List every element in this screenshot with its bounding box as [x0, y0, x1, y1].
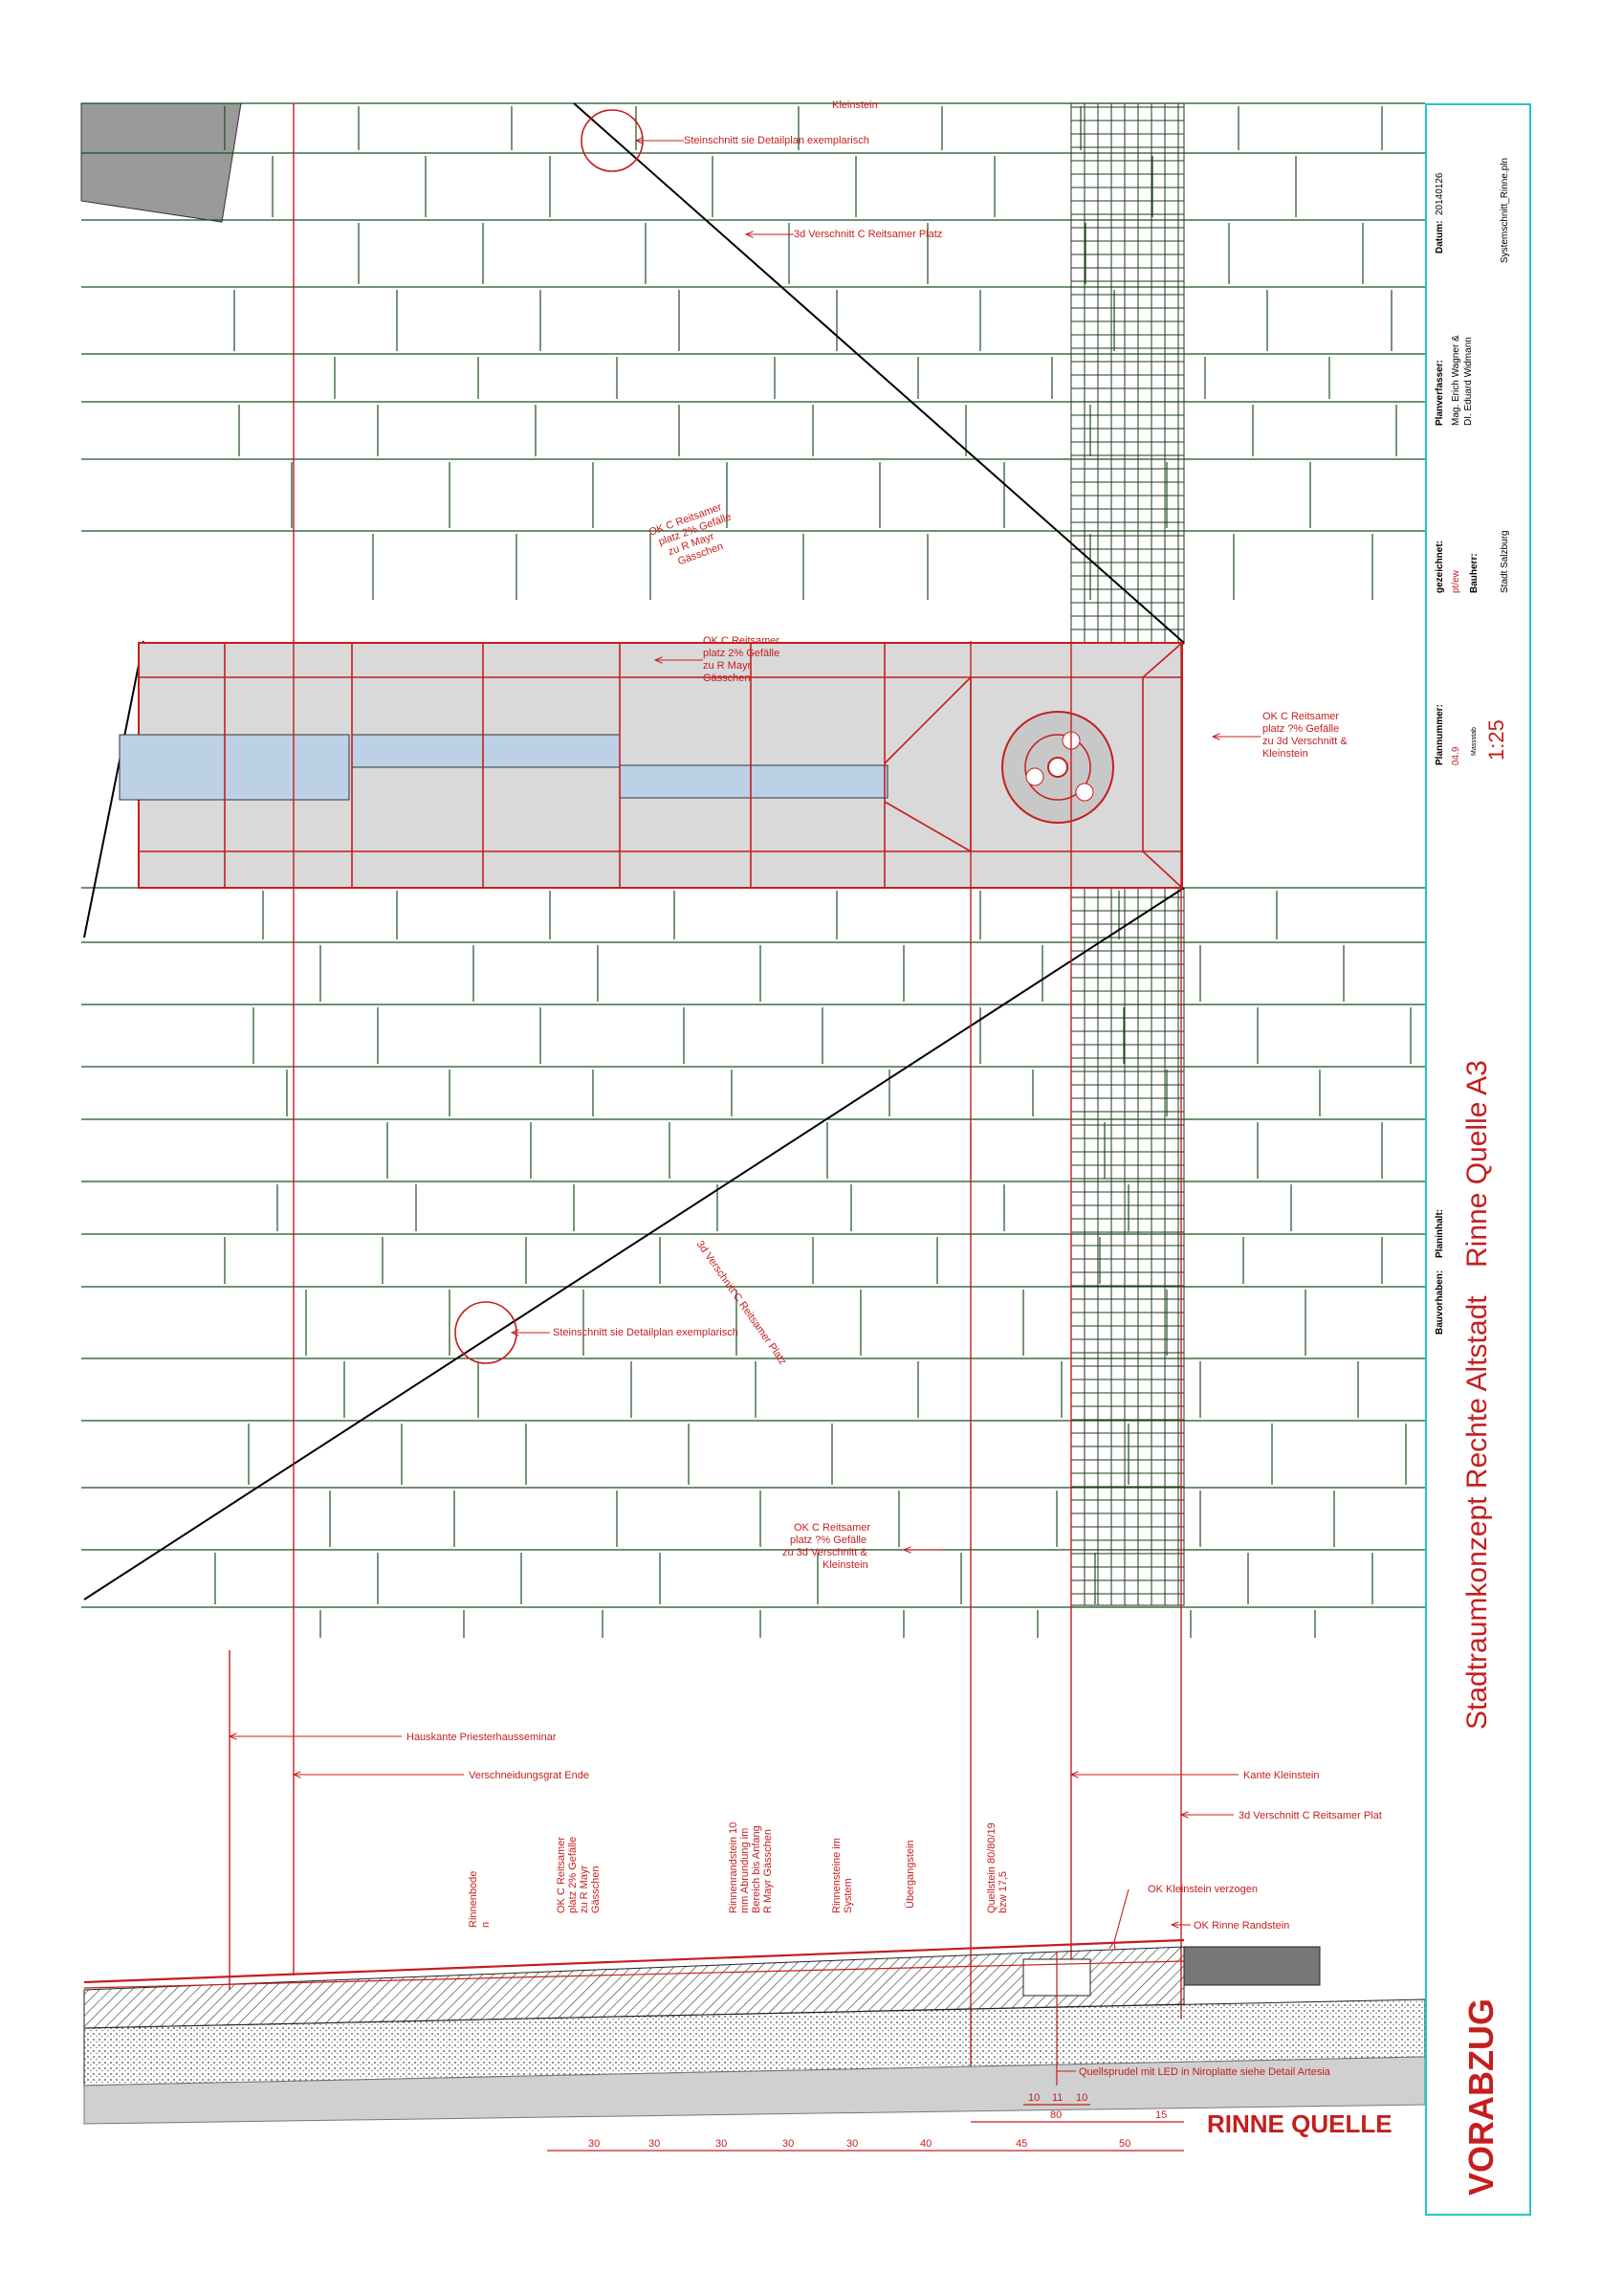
plannummer-label: Plannummer:	[1435, 704, 1445, 765]
dimension-labels: 30 30 30 30 30 40 45 50 10 11 10 80 15	[588, 2092, 1167, 2150]
dimension-bottom-5: 30	[846, 2138, 858, 2150]
planverfasser-1: Mag. Erich Wagner &	[1451, 335, 1461, 426]
label-quellsprudel: Quellsprudel mit LED in Niroplatte siehe…	[1079, 2066, 1331, 2078]
label-ok-low: OK C Reitsamer platz ?% Gefälle zu 3d Ve…	[782, 1522, 873, 1571]
label-verschnitt-diag: 3d Verschnitt C Reitsamer Platz	[694, 1239, 789, 1367]
label-quellstein: Quellstein 80/80/19bzw 17,5	[986, 1822, 1009, 1913]
quelle-nozzle-3	[1075, 783, 1094, 802]
dimension-bottom-8: 50	[1119, 2138, 1130, 2150]
kleinstein-mesh-bottom	[1070, 887, 1185, 1606]
reference-lines	[229, 103, 1182, 2086]
title-block	[1425, 103, 1531, 2216]
label-leaders	[230, 141, 1261, 2072]
water-strip-1	[119, 734, 350, 801]
quelle-nozzle-1	[1025, 767, 1044, 786]
quelle-center	[1047, 757, 1068, 778]
planverfasser-2: DI. Eduard Widmann	[1463, 337, 1474, 426]
label-ok-rotated: OK C Reitsamer platz 2% Gefälle zu R May…	[647, 498, 744, 573]
label-uebergang: Übergangstein	[905, 1840, 916, 1909]
building-corner	[80, 102, 242, 223]
dimension-mid-2: 15	[1155, 2109, 1167, 2121]
diagonal-line-bottom	[83, 887, 1185, 1601]
label-ok-channel: OK C Reitsamer platz 2% Gefälle zu R May…	[703, 635, 782, 684]
datum-value: 20140126	[1435, 172, 1445, 216]
label-hauskante: Hauskante Priesterhausseminar	[406, 1732, 557, 1743]
bauherr-value: Stadt Salzburg	[1500, 530, 1510, 593]
dimension-bottom-2: 30	[648, 2138, 660, 2150]
label-section-ok: OK C Reitsamerplatz 2% Gefälle zu R Mayr…	[556, 1834, 602, 1913]
label-ok-right: OK C Reitsamer platz ?% Gefälle zu 3d Ve…	[1262, 711, 1350, 760]
massstab-value: 1:25	[1484, 719, 1508, 761]
planverfasser-label: Planverfasser:	[1435, 360, 1445, 426]
diagonal-line-top	[573, 102, 1185, 644]
project-name: Stadtraumkonzept Rechte Altstadt	[1461, 1295, 1493, 1730]
datum-label: Datum:	[1435, 220, 1445, 254]
dimension-upper-2: 11	[1052, 2092, 1063, 2104]
water-strip-3	[619, 764, 888, 799]
channel-joints	[139, 642, 1183, 889]
dimension-bottom-6: 40	[920, 2138, 932, 2150]
dimension-chain	[547, 2104, 1184, 2152]
bauvorhaben-label: Bauvorhaben:	[1435, 1269, 1445, 1335]
gezeichnet-label: gezeichnet:	[1435, 540, 1445, 593]
label-rinnenbode: Rinnenboden	[468, 1871, 492, 1928]
plan-content: Rinne Quelle A3	[1461, 1060, 1493, 1268]
diagonal-line-left	[83, 640, 144, 938]
quelle-ring-inner	[1024, 734, 1091, 801]
label-ok-kleinstein: OK Kleinstein verzogen	[1148, 1884, 1258, 1895]
label-kleinstein-top: Kleinstein	[832, 99, 878, 111]
section-drawing	[83, 1938, 1426, 2125]
planinhalt-label: Planinhalt:	[1435, 1208, 1445, 1258]
label-verschneidungsgrat: Verschneidungsgrat Ende	[469, 1770, 589, 1781]
file-name: Systemschnitt_Rinne.pln	[1500, 157, 1510, 263]
dimension-bottom-1: 30	[588, 2138, 600, 2150]
gezeichnet-value: pt/ew	[1451, 570, 1461, 593]
label-verschnitt-plat: 3d Verschnitt C Reitsamer Plat	[1239, 1810, 1382, 1821]
label-rinnensteine: Rinnensteine imSystem	[831, 1838, 854, 1913]
vorabzug-stamp: VORABZUG	[1461, 1998, 1501, 2196]
dimension-bottom-4: 30	[782, 2138, 794, 2150]
detail-circle-mid	[454, 1301, 517, 1364]
section-title: RINNE QUELLE	[1207, 2109, 1393, 2138]
bauherr-label: Bauherr:	[1469, 553, 1480, 593]
dimension-bottom-7: 45	[1016, 2138, 1027, 2150]
dimension-upper-1: 10	[1028, 2092, 1040, 2104]
kleinstein-mesh-top	[1070, 102, 1185, 645]
detail-circle-top	[581, 109, 644, 172]
plannummer-value: 04.9	[1451, 746, 1461, 765]
label-steinschnitt-top: Steinschnitt sie Detailplan exemplarisch	[684, 135, 869, 146]
dimension-upper-3: 10	[1076, 2092, 1087, 2104]
label-verschnitt-top: 3d Verschnitt C Reitsamer Platz	[794, 229, 942, 240]
massstab-label: Massstab	[1471, 727, 1478, 756]
water-strip-2	[351, 734, 621, 768]
dimension-mid-1: 80	[1050, 2109, 1062, 2121]
label-randstein: Rinnenrandstein 10mm Abrundung im Bereic…	[728, 1822, 774, 1913]
label-ok-rinne-randstein: OK Rinne Randstein	[1194, 1920, 1289, 1932]
label-steinschnitt-mid: Steinschnitt sie Detailplan exemplarisch	[553, 1327, 738, 1338]
dimension-bottom-3: 30	[715, 2138, 727, 2150]
label-kante-kleinstein: Kante Kleinstein	[1243, 1770, 1320, 1781]
